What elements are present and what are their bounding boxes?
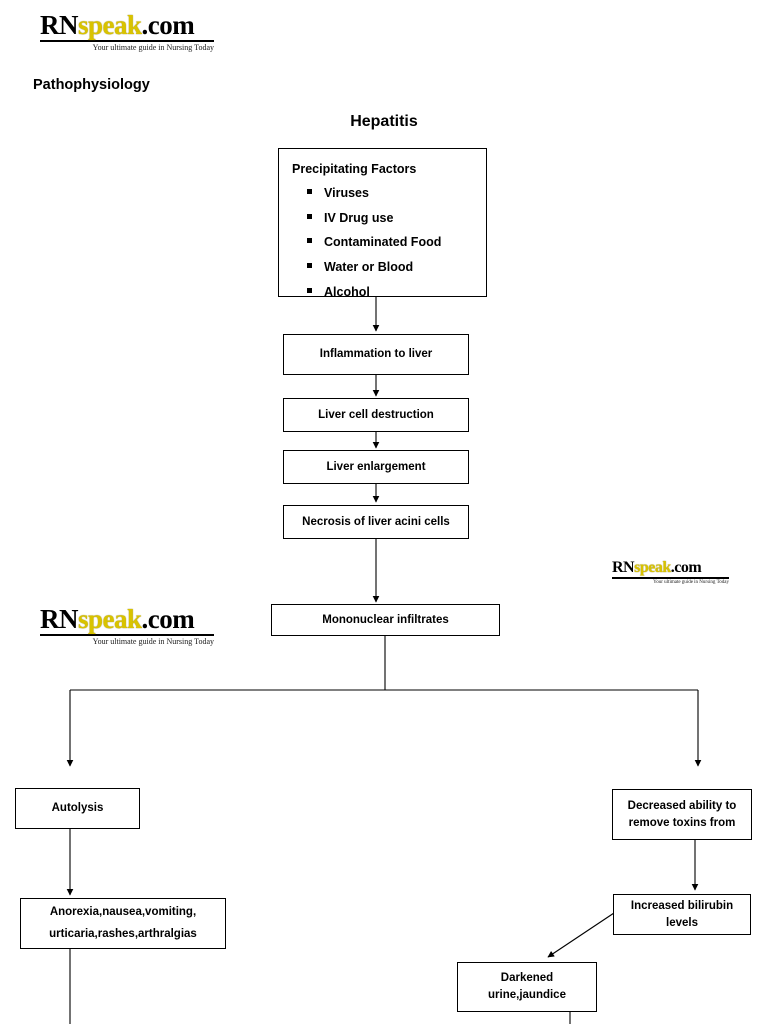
logo-text-speak: speak xyxy=(634,559,671,576)
list-item: Water or Blood xyxy=(307,258,480,276)
logo-tagline: Your ultimate guide in Nursing Today xyxy=(92,43,214,52)
rnspeak-logo-top: RNspeak.com Your ultimate guide in Nursi… xyxy=(40,12,214,52)
logo-text-rn: RN xyxy=(40,10,79,40)
node-anorexia-line1: Anorexia,nausea,vomiting, xyxy=(49,906,197,919)
node-anorexia-symptoms[interactable]: Anorexia,nausea,vomiting, urticaria,rash… xyxy=(20,898,226,949)
logo-text-dotcom: .com xyxy=(141,10,195,40)
list-item: Alcohol xyxy=(307,283,480,301)
node-darkened-urine-line2: urine,jaundice xyxy=(488,989,566,1001)
rnspeak-logo-left: RNspeak.com Your ultimate guide in Nursi… xyxy=(40,606,214,646)
node-inflammation-to-liver[interactable]: Inflammation to liver xyxy=(283,334,469,375)
node-increased-bilirubin[interactable]: Increased bilirubin levels xyxy=(613,894,751,935)
list-item: Viruses xyxy=(307,184,480,202)
logo-text-speak: speak xyxy=(78,604,142,634)
logo-divider xyxy=(40,634,214,636)
list-item: Contaminated Food xyxy=(307,233,480,251)
page-subtitle: Pathophysiology xyxy=(33,77,150,93)
node-anorexia-line2: urticaria,rashes,arthralgias xyxy=(49,928,197,940)
logo-text-rn: RN xyxy=(612,559,635,576)
rnspeak-logo-right: RNspeak.com Your ultimate guide in Nursi… xyxy=(612,560,729,585)
page-title: Hepatitis xyxy=(350,113,418,130)
node-mononuclear-infiltrates[interactable]: Mononuclear infiltrates xyxy=(271,604,500,636)
precipitating-factors-list: Viruses IV Drug use Contaminated Food Wa… xyxy=(285,184,480,301)
node-autolysis[interactable]: Autolysis xyxy=(15,788,140,829)
node-darkened-urine-line1: Darkened xyxy=(500,972,554,985)
logo-text-dotcom: .com xyxy=(141,604,195,634)
logo-divider xyxy=(612,577,729,579)
logo-divider xyxy=(40,40,214,42)
node-decreased-ability-line2: remove toxins from xyxy=(628,816,736,829)
logo-tagline: Your ultimate guide in Nursing Today xyxy=(92,637,214,646)
node-necrosis-of-liver-acini-cells[interactable]: Necrosis of liver acini cells xyxy=(283,505,469,539)
logo-wordmark: RNspeak.com xyxy=(40,12,214,39)
logo-text-rn: RN xyxy=(40,604,79,634)
node-decreased-ability[interactable]: Decreased ability to remove toxins from xyxy=(612,789,752,840)
precipitating-factors-title: Precipitating Factors xyxy=(292,162,417,176)
logo-text-dotcom: .com xyxy=(670,559,702,576)
node-precipitating-factors[interactable]: Precipitating Factors Viruses IV Drug us… xyxy=(278,148,487,299)
list-item: IV Drug use xyxy=(307,209,480,227)
node-darkened-urine-jaundice[interactable]: Darkened urine,jaundice xyxy=(457,962,597,1012)
node-decreased-ability-line1: Decreased ability to xyxy=(627,799,737,812)
logo-text-speak: speak xyxy=(78,10,142,40)
node-liver-cell-destruction[interactable]: Liver cell destruction xyxy=(283,398,469,432)
logo-tagline: Your ultimate guide in Nursing Today xyxy=(653,580,729,585)
node-increased-bilirubin-line2: levels xyxy=(666,916,698,929)
node-increased-bilirubin-line1: Increased bilirubin xyxy=(630,899,734,912)
node-liver-enlargement[interactable]: Liver enlargement xyxy=(283,450,469,484)
logo-wordmark: RNspeak.com xyxy=(612,560,729,576)
logo-wordmark: RNspeak.com xyxy=(40,606,214,633)
